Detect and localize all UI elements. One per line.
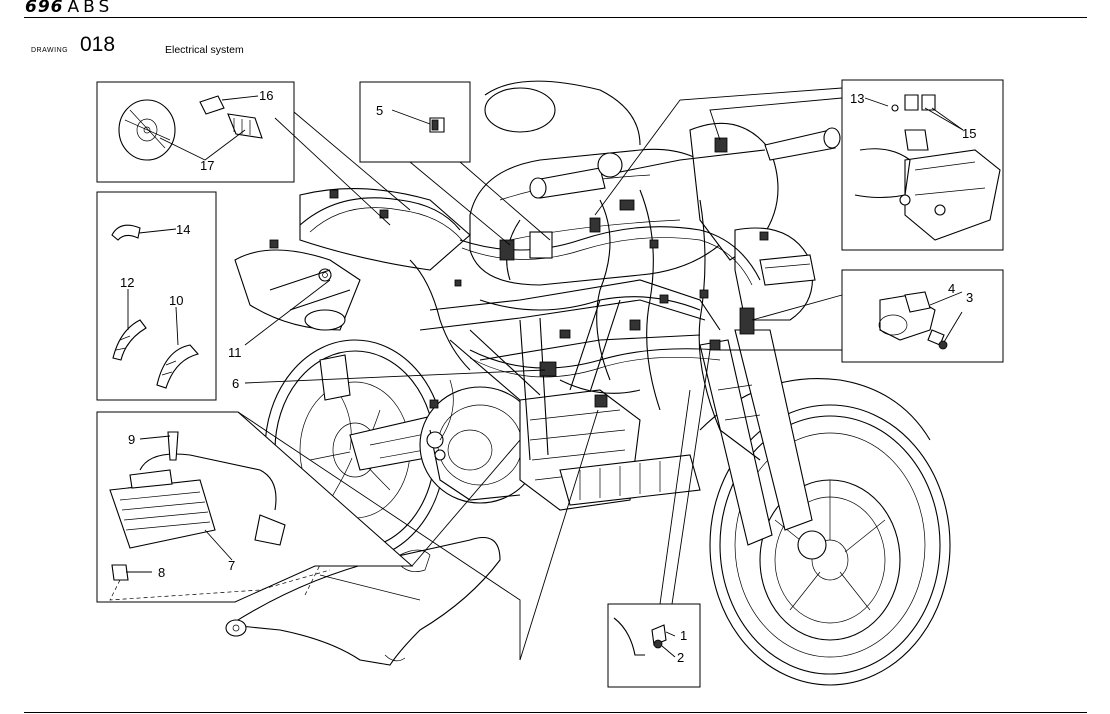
engine: [419, 386, 701, 511]
detail-box-16-17: [96, 81, 295, 183]
drawing-number: 018: [80, 33, 116, 56]
model-number: 696: [25, 0, 64, 17]
callout-12: 12: [120, 275, 134, 290]
callout-2: 2: [677, 650, 684, 665]
callout-8: 8: [158, 565, 165, 580]
callout-13: 13: [850, 91, 864, 106]
dashed-guides: [109, 564, 331, 601]
detail-box-1-2: [607, 603, 701, 688]
model-suffix: ABS: [67, 0, 114, 17]
callout-labels: 1 2 3 4 5 6 7 8 9 10 11 12 13 14 15 16 1…: [120, 88, 976, 665]
callout-11: 11: [228, 345, 242, 360]
callout-16: 16: [259, 88, 273, 103]
detail-box-5: [359, 81, 471, 163]
handlebar: [529, 127, 841, 199]
callout-1: 1: [680, 628, 687, 643]
wiring-harness: [299, 189, 761, 461]
callout-7: 7: [228, 558, 235, 573]
callout-14: 14: [176, 222, 190, 237]
drawing-title: Electrical system: [165, 44, 244, 56]
seat-tail: [234, 188, 471, 331]
callout-10: 10: [169, 293, 183, 308]
detail-box-13-15: [841, 79, 1004, 251]
motorcycle-drawing: [225, 80, 951, 686]
front-fork: [699, 329, 827, 560]
lower-cover: [225, 536, 501, 666]
harness-connectors: [269, 137, 769, 409]
callout-3: 3: [966, 290, 973, 305]
callout-6: 6: [232, 376, 239, 391]
callout-5: 5: [376, 103, 383, 118]
callout-4: 4: [948, 281, 955, 296]
callout-17: 17: [200, 158, 214, 173]
header-rule: [24, 17, 1087, 18]
drawing-label: DRAWING: [31, 47, 69, 54]
detail-box-10-12-14: [96, 191, 217, 401]
callout-9: 9: [128, 432, 135, 447]
footer-rule: [24, 712, 1087, 713]
detail-box-3-4: [841, 269, 1004, 363]
callout-15: 15: [962, 126, 976, 141]
leader-lines: [126, 87, 964, 661]
